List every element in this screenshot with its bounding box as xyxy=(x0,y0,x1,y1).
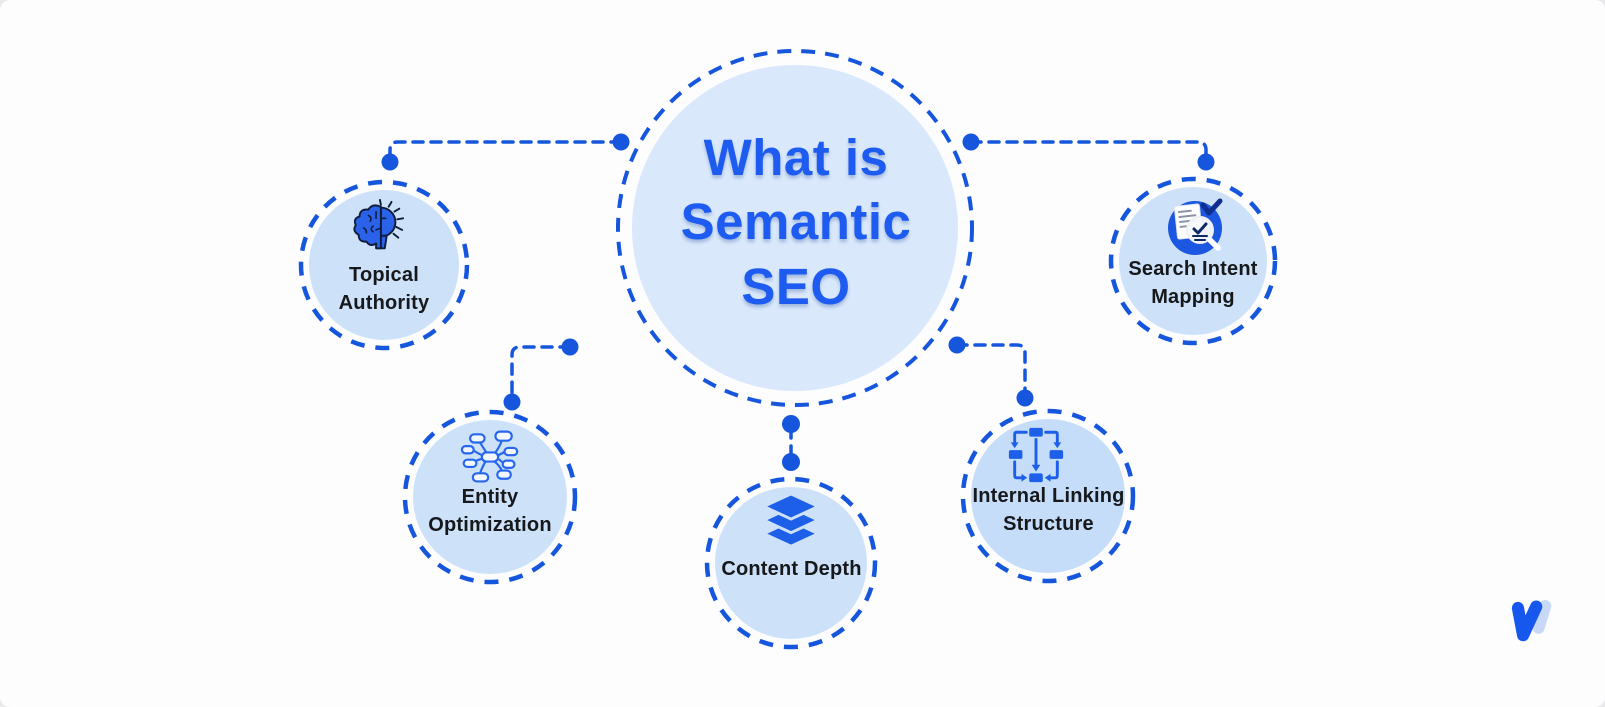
entity-optimization-circle xyxy=(402,409,578,585)
topical-authority-label: Topical Authority xyxy=(338,264,430,314)
connector-entity-optimization xyxy=(503,338,579,411)
entity-network-icon xyxy=(460,430,519,483)
connector-content-depth xyxy=(782,415,800,471)
central-hub-circle xyxy=(616,49,974,407)
search-intent-label: Search Intent Mapping xyxy=(1128,258,1258,308)
content-depth-label: Content Depth xyxy=(721,558,862,580)
writesonic-w-mark-icon xyxy=(1511,600,1552,642)
topical-authority-circle xyxy=(298,179,470,351)
linked-boxes-flow-icon xyxy=(1008,427,1064,483)
brain-lightbulb-icon xyxy=(353,199,405,250)
connector-internal-linking xyxy=(948,336,1034,407)
connector-search-intent xyxy=(962,133,1215,171)
content-depth-circle xyxy=(704,476,878,650)
connector-topical-authority xyxy=(381,133,630,171)
entity-optimization-label: Entity Optimization xyxy=(428,486,552,536)
document-magnifier-icon xyxy=(1168,198,1223,255)
search-intent-circle xyxy=(1108,176,1278,346)
central-title: What is Semantic SEO xyxy=(680,129,912,315)
layers-stack-icon xyxy=(762,492,820,548)
internal-linking-label: Internal Linking Structure xyxy=(972,485,1125,535)
